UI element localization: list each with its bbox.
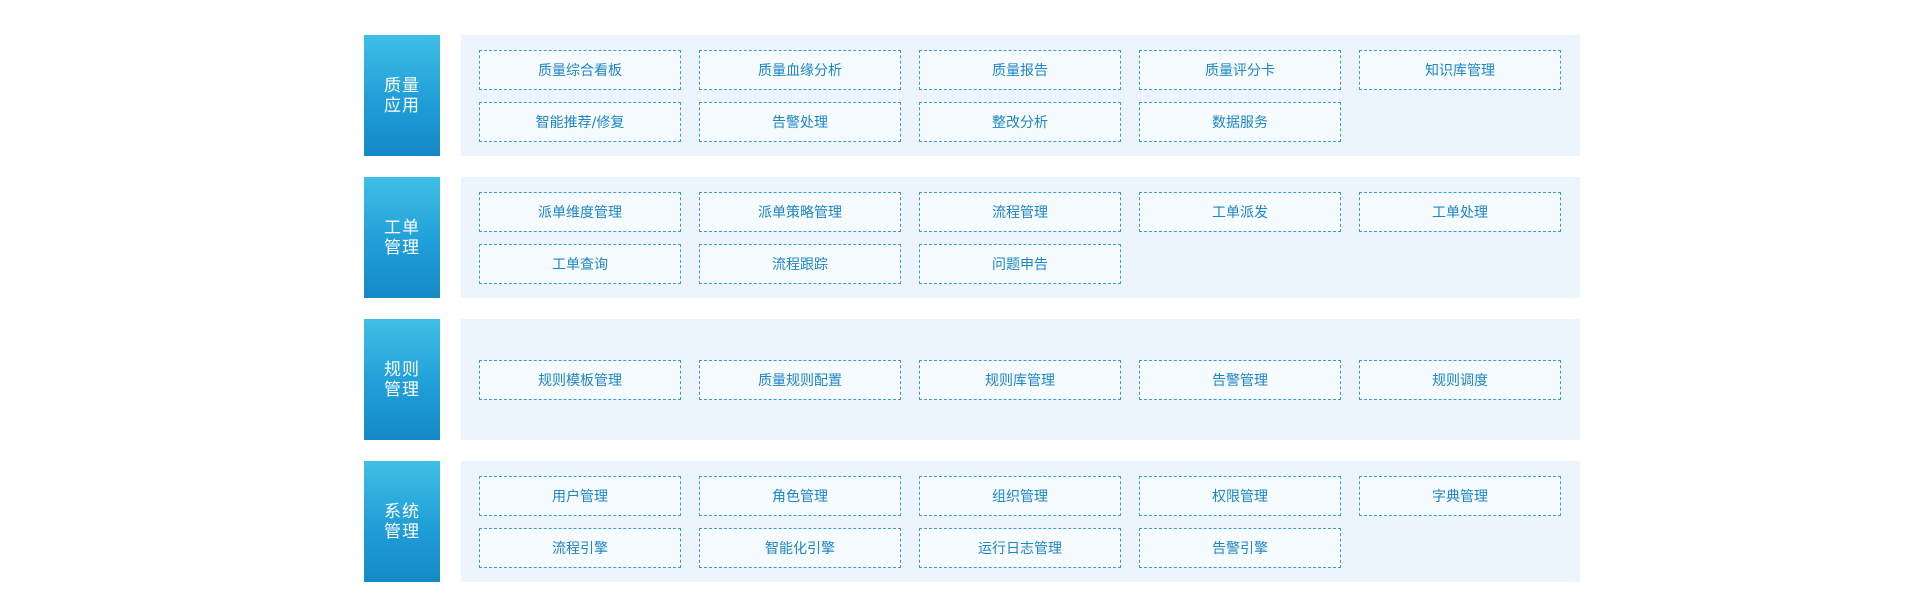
module-items-panel: 质量综合看板质量血缘分析质量报告质量评分卡知识库管理智能推荐/修复告警处理整改分… <box>461 35 1580 156</box>
module-row: 规则管理 规则模板管理质量规则配置规则库管理告警管理规则调度 <box>364 319 1580 440</box>
module-items-panel: 用户管理角色管理组织管理权限管理字典管理流程引擎智能化引擎运行日志管理告警引擎 <box>461 461 1580 582</box>
module-item-button[interactable]: 质量综合看板 <box>479 49 681 90</box>
module-category-label: 系统管理 <box>364 461 440 582</box>
module-item-button[interactable]: 字典管理 <box>1359 475 1561 516</box>
module-category-text: 系统管理 <box>384 501 420 542</box>
module-item-button[interactable]: 派单维度管理 <box>479 191 681 232</box>
module-row: 质量应用 质量综合看板质量血缘分析质量报告质量评分卡知识库管理智能推荐/修复告警处… <box>364 35 1580 156</box>
module-items-panel: 规则模板管理质量规则配置规则库管理告警管理规则调度 <box>461 319 1580 440</box>
module-category-text: 工单管理 <box>384 217 420 258</box>
module-item-button[interactable]: 规则模板管理 <box>479 359 681 400</box>
module-item-button[interactable]: 权限管理 <box>1139 475 1341 516</box>
module-item-button[interactable]: 流程引擎 <box>479 527 681 568</box>
module-item-button[interactable]: 运行日志管理 <box>919 527 1121 568</box>
module-category-label: 工单管理 <box>364 177 440 298</box>
module-item-button[interactable]: 质量规则配置 <box>699 359 901 400</box>
module-item-button[interactable]: 派单策略管理 <box>699 191 901 232</box>
module-item-button[interactable]: 质量血缘分析 <box>699 49 901 90</box>
module-item-button[interactable]: 工单查询 <box>479 243 681 284</box>
module-row: 系统管理 用户管理角色管理组织管理权限管理字典管理流程引擎智能化引擎运行日志管理告… <box>364 461 1580 582</box>
module-item-button[interactable]: 流程跟踪 <box>699 243 901 284</box>
module-item-button[interactable]: 质量评分卡 <box>1139 49 1341 90</box>
module-row: 工单管理 派单维度管理派单策略管理流程管理工单派发工单处理工单查询流程跟踪问题申告 <box>364 177 1580 298</box>
module-item-button[interactable]: 规则库管理 <box>919 359 1121 400</box>
module-item-button[interactable]: 数据服务 <box>1139 101 1341 142</box>
module-item-button[interactable]: 组织管理 <box>919 475 1121 516</box>
module-item-button[interactable]: 智能化引擎 <box>699 527 901 568</box>
module-items-grid: 质量综合看板质量血缘分析质量报告质量评分卡知识库管理智能推荐/修复告警处理整改分… <box>479 49 1562 142</box>
module-item-button[interactable]: 知识库管理 <box>1359 49 1561 90</box>
module-items-panel: 派单维度管理派单策略管理流程管理工单派发工单处理工单查询流程跟踪问题申告 <box>461 177 1580 298</box>
module-item-button[interactable]: 智能推荐/修复 <box>479 101 681 142</box>
module-items-grid: 用户管理角色管理组织管理权限管理字典管理流程引擎智能化引擎运行日志管理告警引擎 <box>479 475 1562 568</box>
module-item-button[interactable]: 工单派发 <box>1139 191 1341 232</box>
module-item-button[interactable]: 告警处理 <box>699 101 901 142</box>
module-category-text: 规则管理 <box>384 359 420 400</box>
module-category-label: 质量应用 <box>364 35 440 156</box>
module-item-button[interactable]: 规则调度 <box>1359 359 1561 400</box>
module-item-button[interactable]: 质量报告 <box>919 49 1121 90</box>
module-category-label: 规则管理 <box>364 319 440 440</box>
module-item-button[interactable]: 工单处理 <box>1359 191 1561 232</box>
module-item-button[interactable]: 问题申告 <box>919 243 1121 284</box>
module-items-grid: 规则模板管理质量规则配置规则库管理告警管理规则调度 <box>479 359 1562 400</box>
module-item-button[interactable]: 告警引擎 <box>1139 527 1341 568</box>
module-diagram: 质量应用 质量综合看板质量血缘分析质量报告质量评分卡知识库管理智能推荐/修复告警处… <box>364 35 1580 582</box>
module-items-grid: 派单维度管理派单策略管理流程管理工单派发工单处理工单查询流程跟踪问题申告 <box>479 191 1562 284</box>
module-item-button[interactable]: 用户管理 <box>479 475 681 516</box>
module-item-button[interactable]: 告警管理 <box>1139 359 1341 400</box>
module-item-button[interactable]: 整改分析 <box>919 101 1121 142</box>
module-item-button[interactable]: 角色管理 <box>699 475 901 516</box>
module-item-button[interactable]: 流程管理 <box>919 191 1121 232</box>
module-category-text: 质量应用 <box>384 75 420 116</box>
